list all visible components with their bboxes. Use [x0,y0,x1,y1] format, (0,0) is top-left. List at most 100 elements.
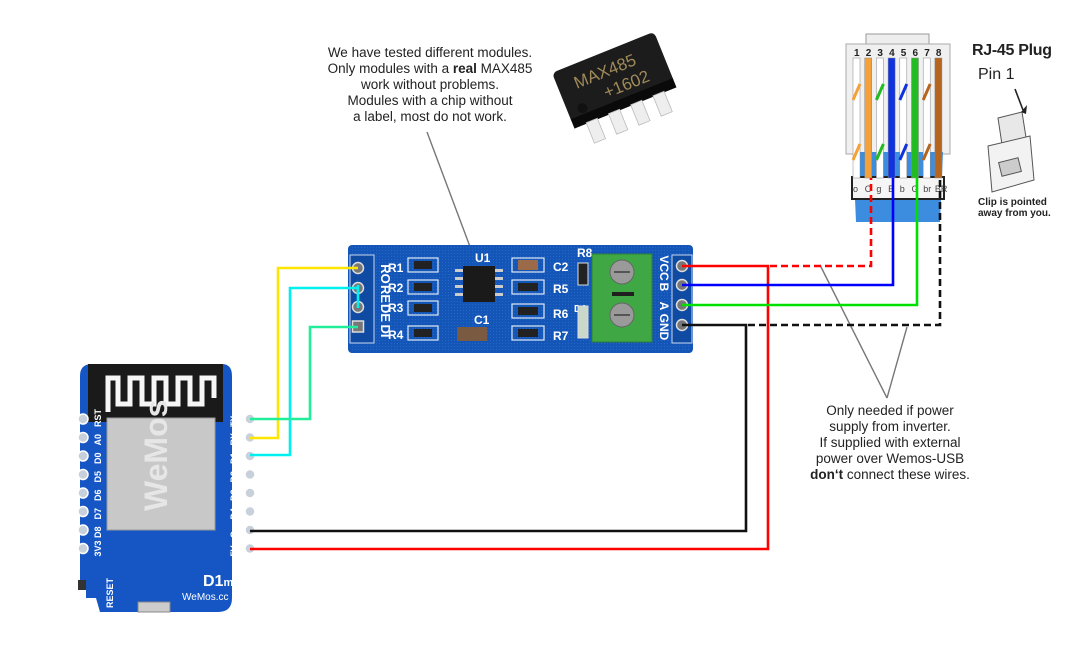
component-labels: R1 R2 R3 R4 U1 C1 C2 R5 R6 R7 R8 D1 [388,246,593,343]
rj45-wire-stripe [875,143,885,161]
label-r5: R5 [553,282,569,296]
label-r1: R1 [388,261,404,275]
rj45-wire-stripe [921,83,932,101]
wemos-pin-d5 [77,468,89,481]
u1-ic [455,266,503,302]
wire-b-rj45-pin4 [682,178,895,287]
pin-label-ro: RO [378,264,393,284]
label-r8: R8 [577,246,593,260]
module-quality-note: We have tested different modules. Only m… [305,45,555,125]
wemos-pin-label: D5 [93,471,103,483]
rj45-wire-letter: o [853,184,858,194]
rj45-pin-number: 6 [913,48,919,59]
power-note-line-5: don‘t connect these wires. [790,467,990,483]
label-r3: R3 [388,301,404,315]
wemos-pin-label: D4 [229,508,239,520]
rj45-wire-4 [887,57,896,179]
rj45-wire-letter: O [865,184,872,194]
wemos-pin-rst [77,413,89,425]
pin-label-gnd: GND [657,314,671,341]
wemos-pin-d7 [77,505,89,518]
board-name: D1mini [203,573,246,590]
rj45-pin-number: 1 [854,48,860,59]
max485-left-pin-labels: RO RE DE DI [378,264,393,337]
wemos-pin-d3 [244,487,256,499]
pin-label-a: A [657,302,671,311]
power-note-line-5-post: connect these wires. [843,467,970,482]
rj45-wire-letter: g [876,184,881,194]
module-note-line-2: Only modules with a real MAX485 [305,61,555,77]
max485-module: RO RE DE DI VCC B A GND R1 R2 R3 R4 U1 C… [348,245,693,353]
rj45-plug-illustration [987,88,1035,193]
chip-legs [585,90,673,144]
rj45-wire-stripe [898,83,909,101]
rj45-wire-letter: B [888,184,894,194]
wemos-pin-label: D7 [93,508,103,520]
wire-di-tx [250,325,358,421]
power-note-line-4: power over Wemos-USB [815,451,965,466]
screw-terminal [591,253,653,343]
wire-re-de-d1 [250,286,358,457]
pin-label-re: RE [378,285,393,303]
esp8266-module-shield [106,417,216,531]
rj45-wire-3 [876,57,884,179]
rj45-pin-number: 8 [936,48,942,59]
module-note-line-1: We have tested different modules. [327,45,533,60]
wemos-pin-label: RX [229,433,239,446]
max485-right-pin-labels: VCC B A GND [657,255,671,340]
wemos-pin-label: D6 [93,489,103,501]
power-note-line-3: If supplied with external [819,435,961,450]
usb-port[interactable] [137,601,171,613]
power-note-line-1: Only needed if power [826,403,954,418]
wire-vcc-rj45-pin2-optional [770,178,873,268]
antenna-trace [105,375,217,412]
pin-label-de: DE [378,304,393,322]
module-note-line-2-pre: Only modules with a [327,61,453,76]
wemos-pin-label: 5V [229,545,239,556]
rj45-wire-letter: br [923,184,931,194]
rj45-wire-5 [899,57,908,179]
wire-ro-rx [250,266,358,440]
wire-gnd-g [250,323,748,533]
rj45-title: RJ-45 Plug [972,42,1052,59]
power-note-line-2: supply from inverter. [829,419,951,434]
rj45-wires [851,57,943,179]
power-callout-line-1 [819,264,888,399]
power-note-emphasis: don‘t [810,467,844,482]
pin1-label: Pin 1 [978,66,1015,83]
wemos-logo: WeMos [138,400,174,511]
rj45-wire-stripe [875,83,885,101]
power-callout-line-2 [886,326,908,399]
wemos-pin-3v3 [77,542,89,555]
wemos-pin-d0 [77,450,89,462]
rj45-wire-letter: BR [935,184,948,194]
reset-label: RESET [105,577,115,608]
rj45-wire-1 [852,57,861,179]
wemos-pin-label: D3 [229,489,239,501]
module-note-line-4: Modules with a chip without [347,93,513,108]
label-r2: R2 [388,281,404,295]
clip-note-line-2: away from you. [978,208,1051,219]
reset-button[interactable] [78,580,86,590]
wemos-pin-d2 [244,468,256,481]
wemos-pin-label: D1 [229,452,239,464]
wire-a-rj45-pin6 [682,178,919,307]
rj45-wire-stripe [851,143,862,161]
module-note-line-5: a label, most do not work. [353,109,507,124]
smd-resistors [407,257,589,341]
rj45-wire-letter: G [912,184,919,194]
wemos-pin-label: RST [93,408,103,427]
rj45-wire-2 [864,57,872,179]
wemos-pin-a0 [77,431,89,444]
clip-note-line-1: Clip is pointed [978,197,1047,208]
label-c2: C2 [553,260,569,274]
wemos-pin-label: 3V3 [93,540,103,556]
wemos-pin-d6 [77,487,89,499]
